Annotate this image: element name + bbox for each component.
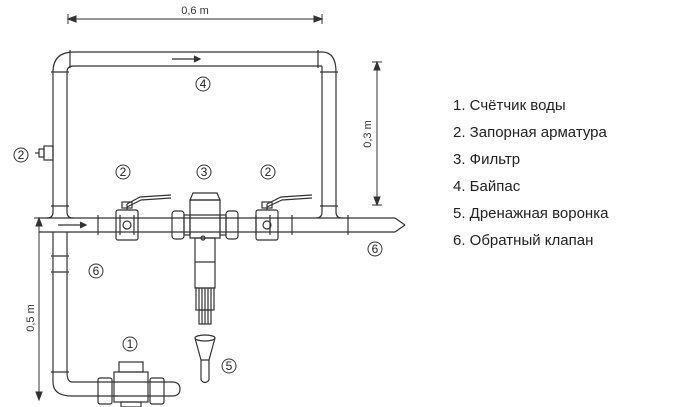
dimension-drop-height <box>34 216 44 402</box>
callout-check-valve-left: 6 <box>93 264 100 278</box>
bypass-pipe <box>51 50 338 212</box>
callout-circle-shutoff-right <box>260 164 276 180</box>
callout-circle-filter <box>196 164 212 180</box>
dimension-width <box>66 14 324 24</box>
legend-item-water-meter: 1. Счётчик воды <box>453 97 566 114</box>
callout-bypass: 4 <box>200 77 207 91</box>
callout-shutoff-left: 2 <box>18 148 25 162</box>
drain-funnel <box>194 334 216 384</box>
callout-circle-shutoff-top-left <box>115 164 131 180</box>
flow-arrow-icon <box>172 55 202 63</box>
callout-filter: 3 <box>201 165 208 179</box>
meter-pipe <box>72 377 181 405</box>
main-pipe <box>39 211 406 235</box>
callout-circle-check-valve-right <box>367 241 383 257</box>
callout-check-valve-right: 6 <box>372 242 379 256</box>
water-meter <box>113 361 149 407</box>
callout-circle-water-meter <box>122 336 138 352</box>
legend-item-check-valve: 6. Обратный клапан <box>453 232 594 249</box>
dimension-drop-height-label: 0,5 m <box>25 304 37 332</box>
legend-item-drain-funnel: 5. Дренажная воронка <box>453 205 609 222</box>
ball-valve-left <box>115 194 172 241</box>
legend-item-filter: 3. Фильтр <box>453 151 521 168</box>
callout-shutoff-right: 2 <box>265 165 272 179</box>
left-shutoff-valve <box>35 145 54 161</box>
callout-drain-funnel: 5 <box>226 359 233 373</box>
dimension-width-label: 0,6 m <box>181 5 209 17</box>
callout-water-meter: 1 <box>127 337 134 351</box>
callout-circle-bypass <box>195 76 211 92</box>
filter <box>171 192 239 325</box>
callout-circle-drain-funnel <box>221 358 237 374</box>
callout-circle-shutoff-left <box>13 147 29 163</box>
legend-item-bypass: 4. Байпас <box>453 178 521 195</box>
callout-circle-check-valve-left <box>88 263 104 279</box>
inlet-arrow-icon <box>58 221 88 229</box>
drop-pipe <box>51 232 73 397</box>
dimension-bypass-height-label: 0,3 m <box>362 120 374 148</box>
legend-item-shutoff-valves: 2. Запорная арматура <box>453 124 607 141</box>
ball-valve-right <box>255 194 313 241</box>
legend: 1. Счётчик воды 2. Запорная арматура 3. … <box>453 92 608 254</box>
dimension-bypass-height <box>372 60 382 207</box>
callout-shutoff-top-left: 2 <box>120 165 127 179</box>
